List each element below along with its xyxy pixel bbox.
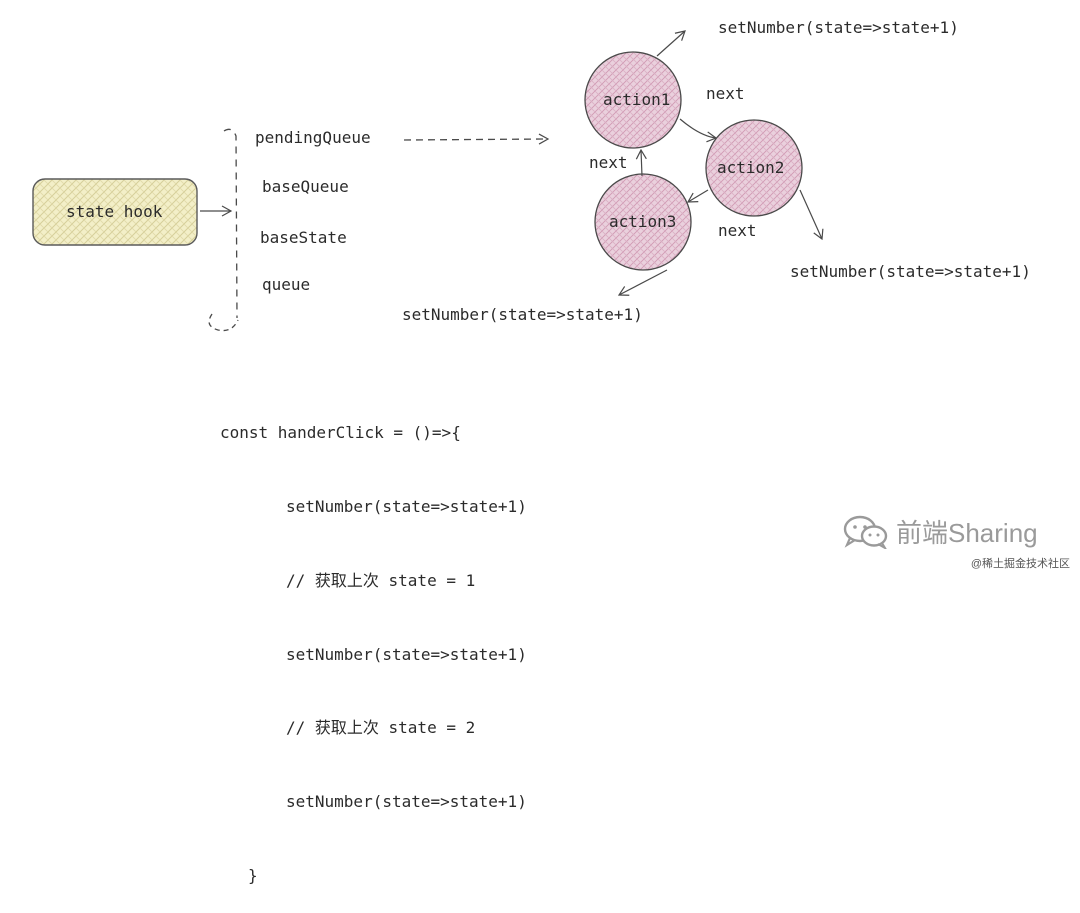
wechat-icon: [843, 515, 888, 549]
next-label-3: next: [718, 221, 757, 240]
field-base-state: baseState: [260, 228, 347, 247]
action3-label: action3: [609, 212, 677, 231]
field-base-queue: baseQueue: [262, 177, 349, 196]
code-comment: // 获取上次 state = 1: [286, 570, 476, 590]
action2-label: action2: [717, 158, 785, 177]
action1-circle: [584, 51, 682, 149]
setnumber-label-right: setNumber(state=>state+1): [790, 262, 1031, 281]
code-block: const handerClick = ()=>{ setNumber(stat…: [220, 372, 527, 913]
action2-circle: [705, 119, 803, 217]
action3-setnumber-arrow: [617, 269, 668, 296]
diagram-canvas: [32, 30, 824, 332]
credit-text: @稀土掘金技术社区: [970, 558, 1070, 570]
code-line: const handerClick = ()=>{: [220, 423, 461, 443]
watermark-text: 前端Sharing: [896, 518, 1038, 548]
action2-setnumber-arrow: [799, 189, 824, 241]
next-label-1: next: [706, 84, 745, 103]
state-hook-box: [32, 178, 198, 246]
code-line: }: [248, 865, 258, 885]
pending-to-action1-arrow: [403, 133, 550, 145]
action3-to-action1-arrow: [635, 148, 647, 177]
action3-circle: [594, 173, 692, 271]
code-line: setNumber(state=>state+1): [286, 644, 527, 664]
action1-label: action1: [603, 90, 671, 109]
action1-to-action2-arrow: [679, 118, 718, 143]
bracket-bottom-curl: [208, 313, 239, 332]
setnumber-label-left: setNumber(state=>state+1): [402, 305, 643, 324]
state-hook-label: state hook: [66, 202, 163, 221]
field-pending-queue: pendingQueue: [255, 128, 371, 147]
next-label-2: next: [589, 153, 628, 172]
code-comment: // 获取上次 state = 2: [286, 718, 476, 738]
fields-bracket: [223, 128, 238, 319]
code-line: setNumber(state=>state+1): [286, 792, 527, 812]
watermark: 前端Sharing: [842, 513, 1038, 550]
setnumber-label-top: setNumber(state=>state+1): [718, 18, 959, 37]
action1-setnumber-arrow: [656, 30, 686, 57]
code-line: setNumber(state=>state+1): [286, 496, 527, 516]
field-queue: queue: [262, 275, 311, 294]
action2-to-action3-arrow: [686, 189, 709, 203]
